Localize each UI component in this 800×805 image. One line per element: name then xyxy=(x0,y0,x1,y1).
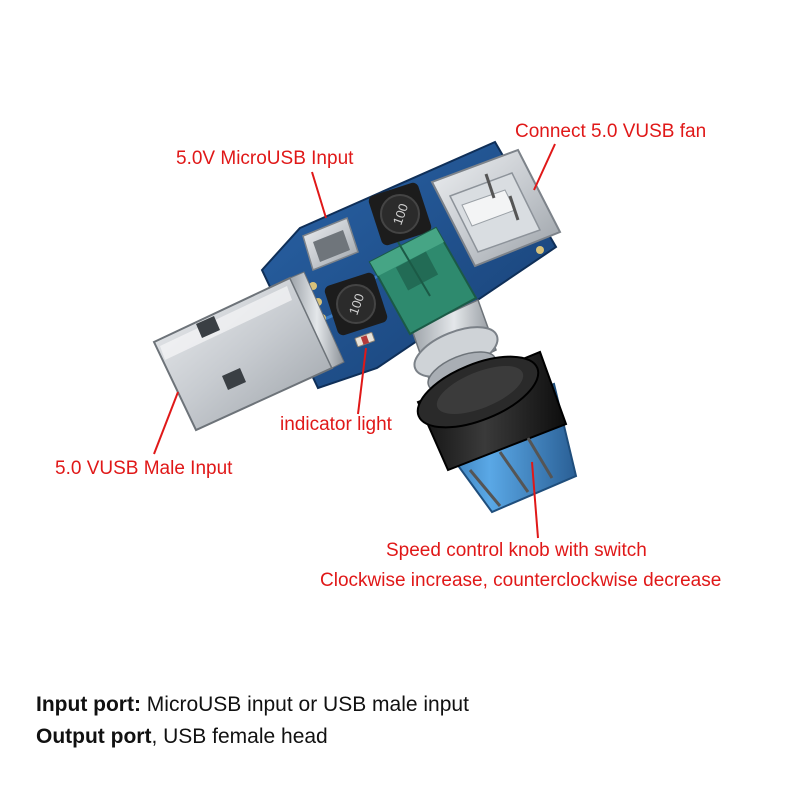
line-usb-fan xyxy=(533,143,556,191)
label-microusb-input: 5.0V MicroUSB Input xyxy=(176,148,354,169)
inductor-2: 100 xyxy=(324,272,388,336)
input-port-label: Input port: xyxy=(36,693,141,716)
input-port-description: Input port: MicroUSB input or USB male i… xyxy=(36,692,469,718)
input-port-text: MicroUSB input or USB male input xyxy=(140,693,469,716)
output-port-label: Output port xyxy=(36,725,152,748)
usb-female-port xyxy=(430,148,562,268)
label-knob-line1: Speed control knob with switch xyxy=(386,540,647,561)
speed-control-knob xyxy=(416,350,578,514)
line-male-input xyxy=(153,391,179,455)
inductor-2-marking: 100 xyxy=(346,291,368,317)
potentiometer-body xyxy=(368,226,478,336)
indicator-led xyxy=(354,332,376,348)
label-usb-fan: Connect 5.0 VUSB fan xyxy=(515,121,707,142)
inductor-1-marking: 100 xyxy=(390,201,412,227)
callout-lines xyxy=(153,143,556,539)
line-knob xyxy=(531,461,539,539)
microusb-port xyxy=(302,216,359,272)
usb-male-plug xyxy=(152,271,345,432)
line-indicator xyxy=(357,347,367,415)
output-port-description: Output port, USB female head xyxy=(36,724,328,750)
line-microusb xyxy=(311,171,327,219)
label-indicator-light: indicator light xyxy=(280,414,392,435)
label-knob-line2: Clockwise increase, counterclockwise dec… xyxy=(320,570,722,591)
output-port-text: , USB female head xyxy=(151,725,328,748)
label-usb-male-input: 5.0 VUSB Male Input xyxy=(55,458,233,479)
inductor-1: 100 xyxy=(368,182,432,246)
